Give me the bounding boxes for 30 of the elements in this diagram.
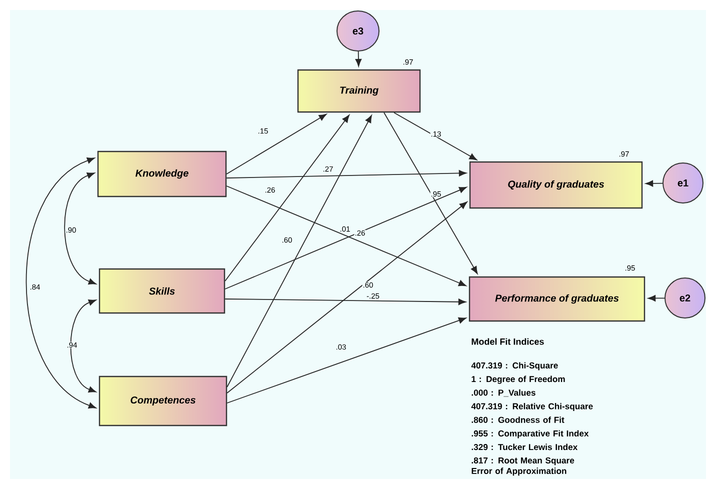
path-arrow (355, 51, 362, 67)
path-arrow (226, 202, 468, 394)
fit-index: 407.319 : Relative Chi-square (471, 403, 593, 411)
path-arrow (70, 299, 96, 393)
fit-index: 407.319 : Chi-Square (471, 362, 558, 370)
path-arrow (64, 172, 96, 285)
path-arrow (648, 295, 665, 302)
fit-index: .860 : Goodness of Fit (472, 416, 564, 423)
fit-index: .817 : Root Mean Square Error of Approximation (472, 457, 574, 476)
path-arrow (224, 114, 350, 282)
path-arrow (226, 114, 327, 174)
variable-box: Performance of graduates (468, 276, 646, 322)
fit-index: .329 : Tucker Lewis Index (472, 444, 578, 450)
variable-box: Knowledge (97, 150, 227, 198)
path-arrow (226, 170, 467, 178)
variable-box: Competences (98, 376, 228, 426)
variable-box: Skills (98, 268, 226, 314)
fit-index: .000 : P_Values (472, 389, 536, 397)
path-arrow (226, 317, 466, 404)
variable-box: Quality of graduates (469, 161, 643, 209)
fit-index: 1 : Degree of Freedom (472, 376, 565, 384)
path-arrow (394, 112, 477, 160)
fit-index: .955 : Comparative Fit Index (472, 430, 589, 438)
path-arrow (26, 157, 96, 409)
path-arrow (384, 112, 478, 274)
legend-heading: Model Fit Indices (472, 338, 544, 345)
variable-box: Training (297, 69, 421, 113)
path-arrow (645, 180, 663, 187)
path-arrow (226, 115, 372, 388)
path-arrow (224, 298, 466, 306)
